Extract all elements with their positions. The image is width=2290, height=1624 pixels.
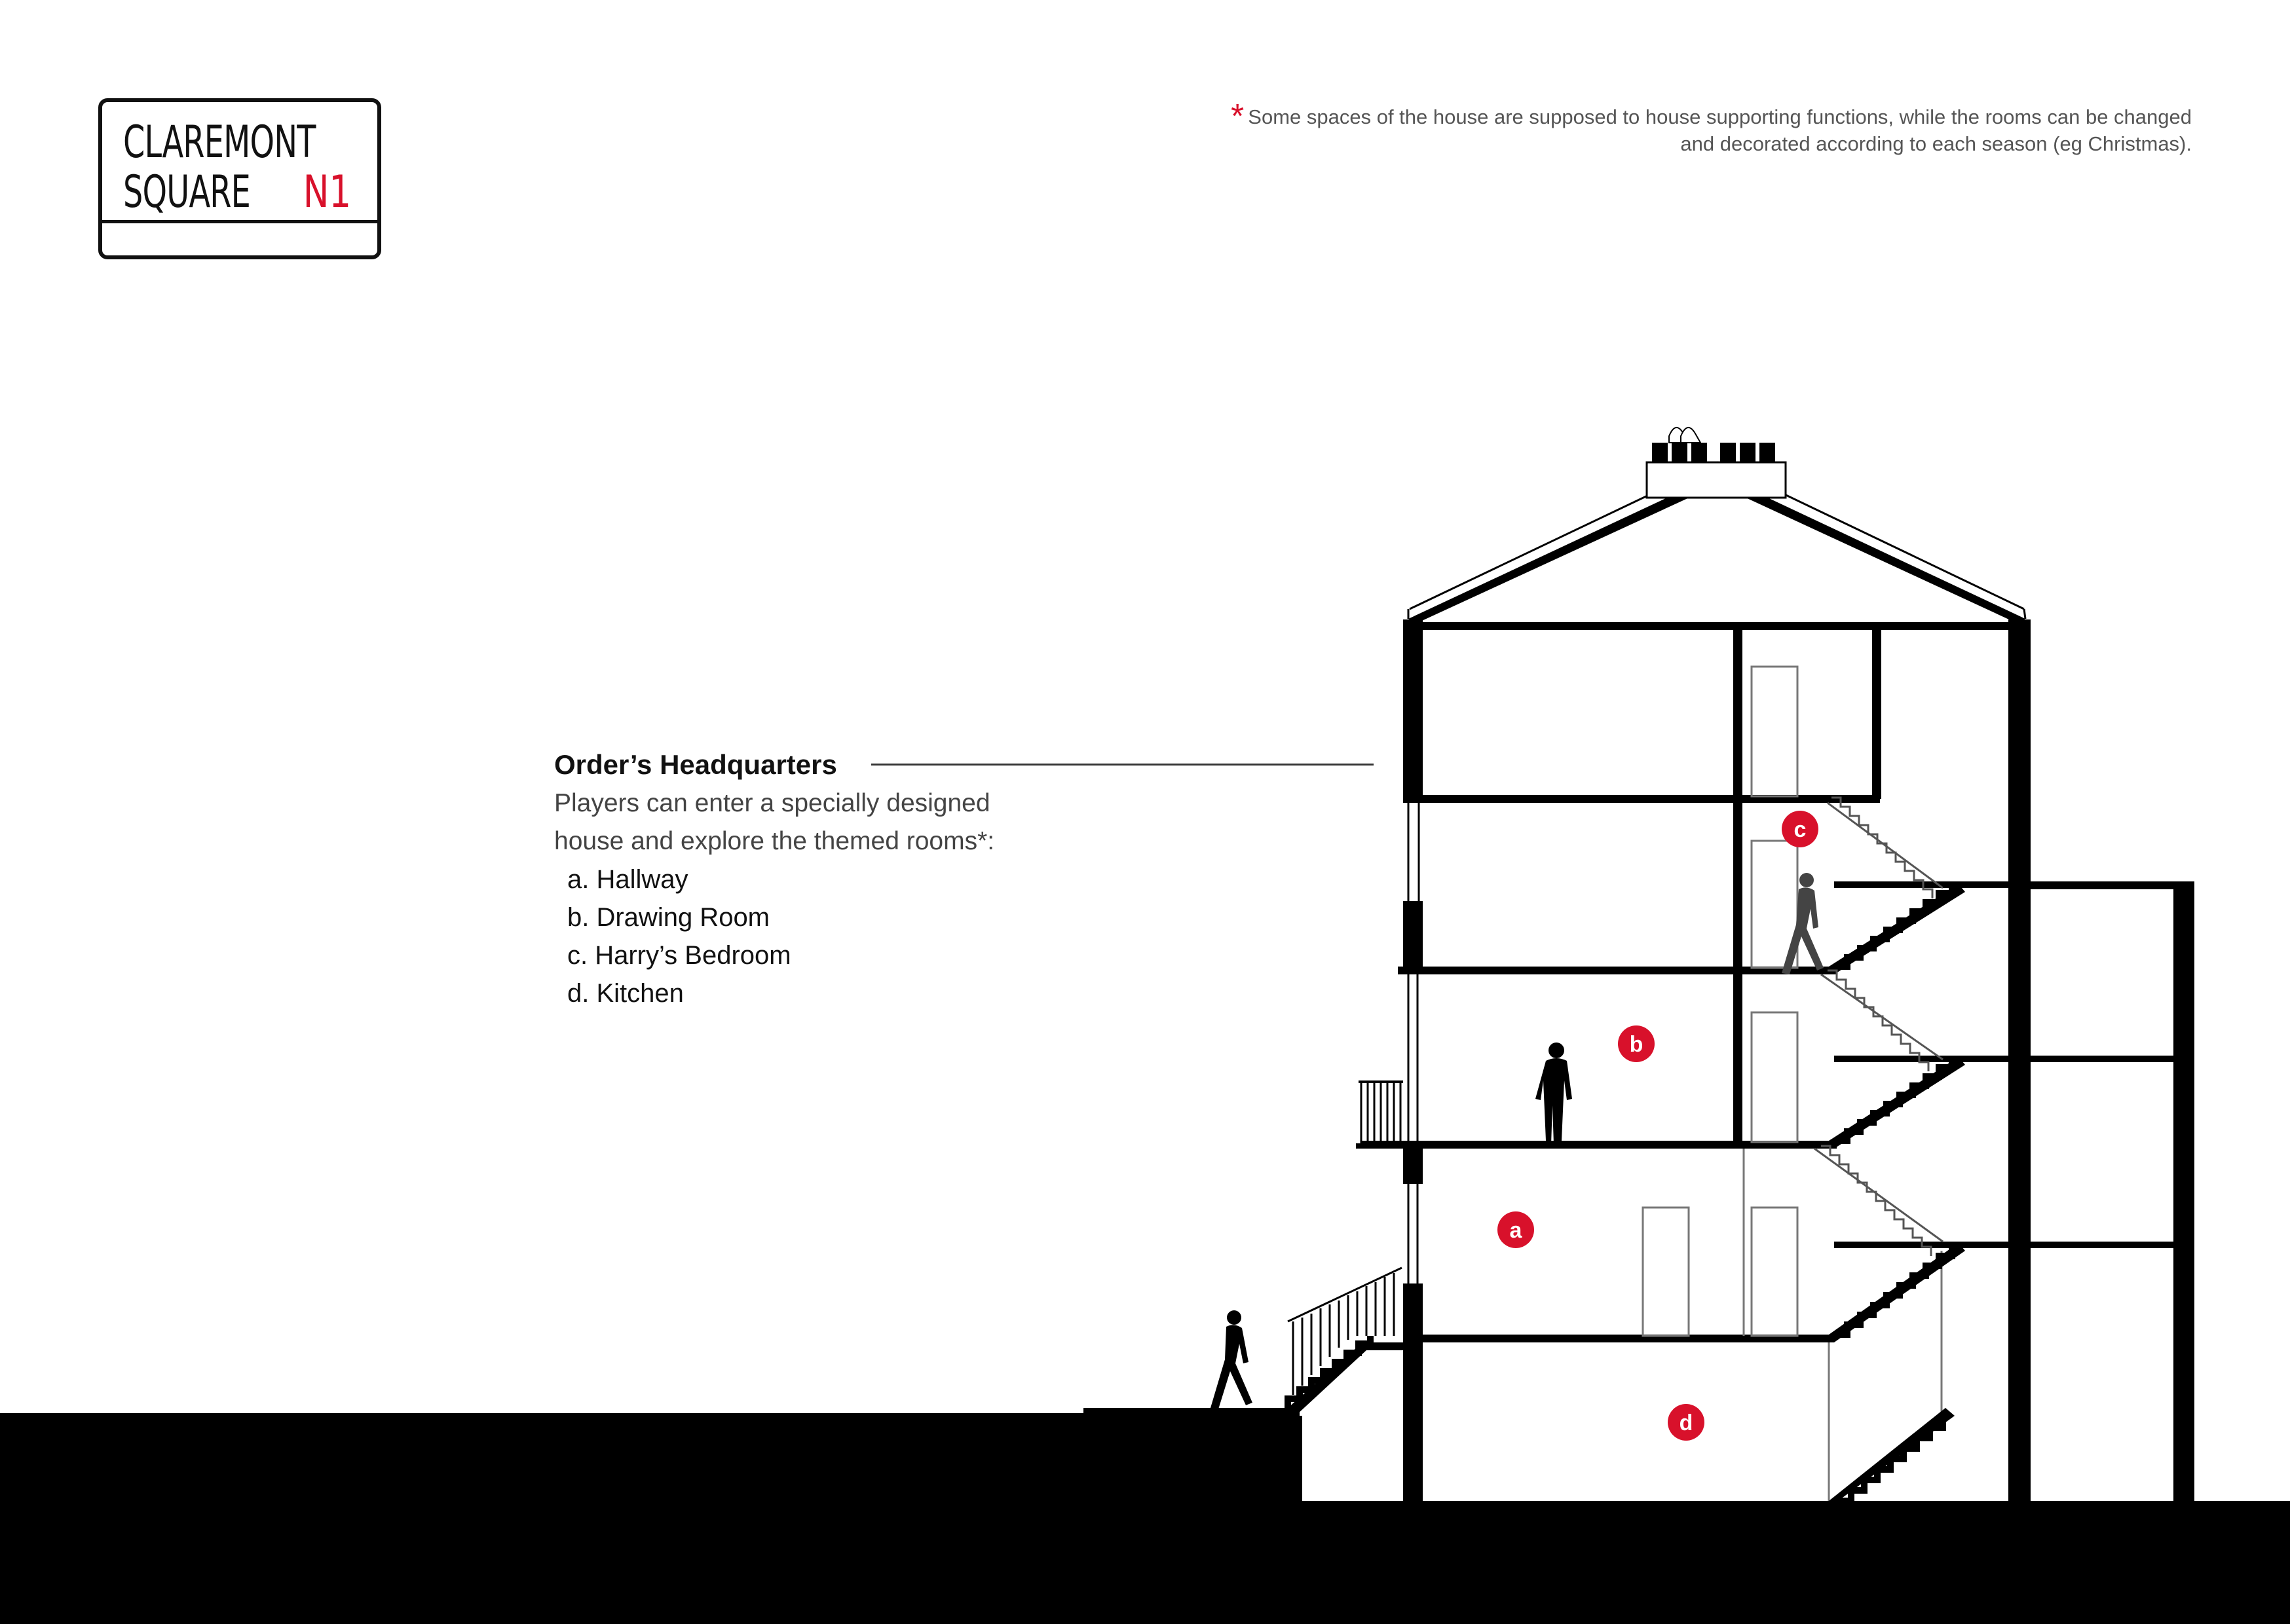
footnote-asterisk: *: [1231, 98, 1245, 136]
room-marker-b: b: [1618, 1025, 1655, 1062]
description-body: Players can enter a specially designed h…: [554, 789, 995, 855]
room-marker-d-label: d: [1680, 1411, 1693, 1435]
entrance-stair: [1285, 1266, 1403, 1414]
footnote: *Some spaces of the house are supposed t…: [1209, 100, 2192, 157]
person-entering-icon: [1211, 1310, 1252, 1409]
room-markers: c b a d: [1497, 811, 1818, 1441]
room-list-item-kitchen: d. Kitchen: [567, 979, 684, 1008]
room-list: a. Hallway b. Drawing Room c. Harry’s Be…: [554, 860, 1026, 1012]
sign-divider: [102, 220, 377, 223]
person-standing-icon: [1535, 1043, 1572, 1145]
ground: [0, 1408, 2290, 1624]
doors: [1642, 665, 1943, 1501]
structure: [1361, 619, 2194, 1506]
room-marker-a-label: a: [1510, 1218, 1523, 1243]
room-list-item-drawing-room: b. Drawing Room: [567, 903, 770, 932]
room-marker-c: c: [1782, 811, 1818, 847]
chimney: [1645, 427, 1787, 499]
room-list-item-bedroom: c. Harry’s Bedroom: [567, 941, 791, 970]
sign-postcode: N1: [303, 166, 351, 218]
person-figures: [1211, 873, 1824, 1409]
room-marker-c-label: c: [1794, 817, 1807, 842]
description-title: Order’s Headquarters: [554, 749, 837, 780]
room-marker-a: a: [1497, 1211, 1534, 1248]
room-marker-b-label: b: [1630, 1032, 1643, 1057]
sign-street-name-line2: SQUARE: [123, 166, 251, 218]
leader-line: [871, 764, 1374, 766]
balcony: [1356, 1080, 1406, 1149]
room-list-item-hallway: a. Hallway: [567, 865, 688, 894]
sign-street-name-line1: CLAREMONT: [123, 117, 316, 168]
staircases: [1814, 796, 1965, 1504]
room-marker-d: d: [1668, 1404, 1704, 1441]
street-sign-logo: CLAREMONT SQUARE N1: [98, 98, 381, 259]
footnote-text: Some spaces of the house are supposed to…: [1248, 105, 2192, 155]
description-block: Order’s Headquarters Players can enter a…: [554, 745, 1026, 1012]
person-on-stairs-icon: [1782, 873, 1824, 974]
